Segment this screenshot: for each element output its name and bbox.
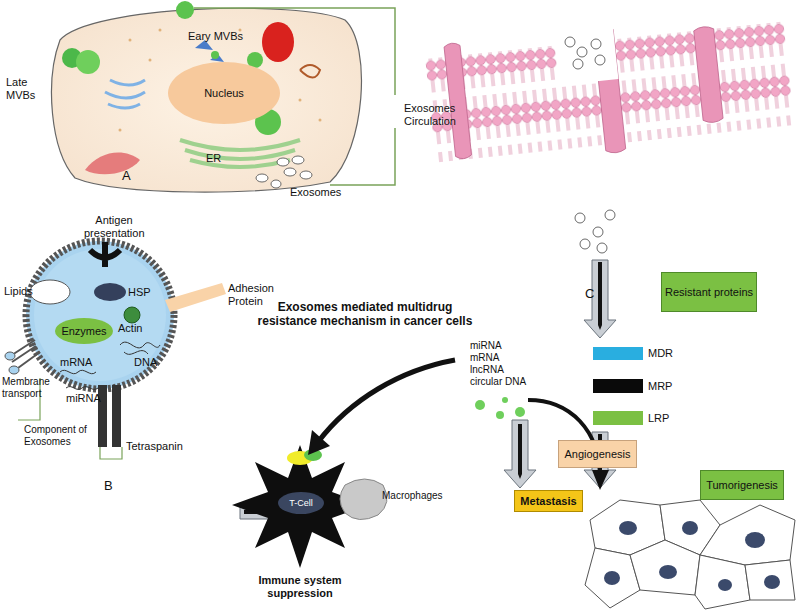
node-text: Enzymes bbox=[61, 325, 106, 338]
part-label: mRNA bbox=[60, 356, 92, 369]
part-label: Tetraspanin bbox=[126, 440, 183, 453]
nucleus: Nucleus bbox=[168, 62, 280, 124]
part-label: Adhesion Protein bbox=[228, 282, 284, 308]
process-box: Metastasis bbox=[514, 490, 583, 512]
process-box: Resistant proteins bbox=[661, 272, 757, 312]
process-box: Angiogenesis bbox=[558, 440, 637, 468]
node-text: Tumorigenesis bbox=[706, 479, 778, 492]
part-label: Exosomes Circulation bbox=[404, 102, 470, 128]
part-label: Actin bbox=[118, 322, 142, 335]
title-text: Exosomes mediated multidrug resistance m… bbox=[250, 300, 480, 329]
panel-letter: B bbox=[104, 478, 113, 494]
part-label: ER bbox=[206, 152, 221, 165]
part-label: Macrophages bbox=[382, 490, 443, 502]
enzyme-ellipse: Enzymes bbox=[55, 318, 113, 344]
bar-label: LRP bbox=[648, 412, 669, 425]
bar-label: MDR bbox=[648, 347, 673, 360]
panel-letter: C bbox=[585, 286, 594, 302]
part-label: DNA bbox=[134, 356, 157, 369]
node-text: T-Cell bbox=[289, 498, 313, 508]
part-label: Eary MVBs bbox=[188, 30, 243, 43]
bar-label: MRP bbox=[648, 380, 672, 393]
part-label: miRNA bbox=[66, 392, 101, 405]
molecule-list: miRNA mRNA lncRNA circular DNA bbox=[470, 340, 530, 388]
process-box: Tumorigenesis bbox=[700, 470, 784, 500]
part-label: Late MVBs bbox=[6, 76, 46, 102]
part-label: HSP bbox=[128, 286, 151, 299]
part-label: Exosomes bbox=[290, 186, 341, 199]
node-text: Angiogenesis bbox=[564, 448, 630, 461]
part-label: Antigen presentation bbox=[84, 214, 144, 240]
part-label: Immune system suppression bbox=[240, 574, 360, 600]
node-text: Metastasis bbox=[520, 495, 576, 508]
node-text: Resistant proteins bbox=[665, 286, 753, 299]
panel-letter: A bbox=[122, 168, 131, 184]
part-label: Membrane transport bbox=[2, 376, 40, 400]
t-cell: T-Cell bbox=[278, 492, 324, 514]
part-label: Component of Exosomes bbox=[24, 424, 96, 448]
part-label: Lipids bbox=[4, 285, 33, 298]
node-text: Nucleus bbox=[204, 87, 244, 100]
